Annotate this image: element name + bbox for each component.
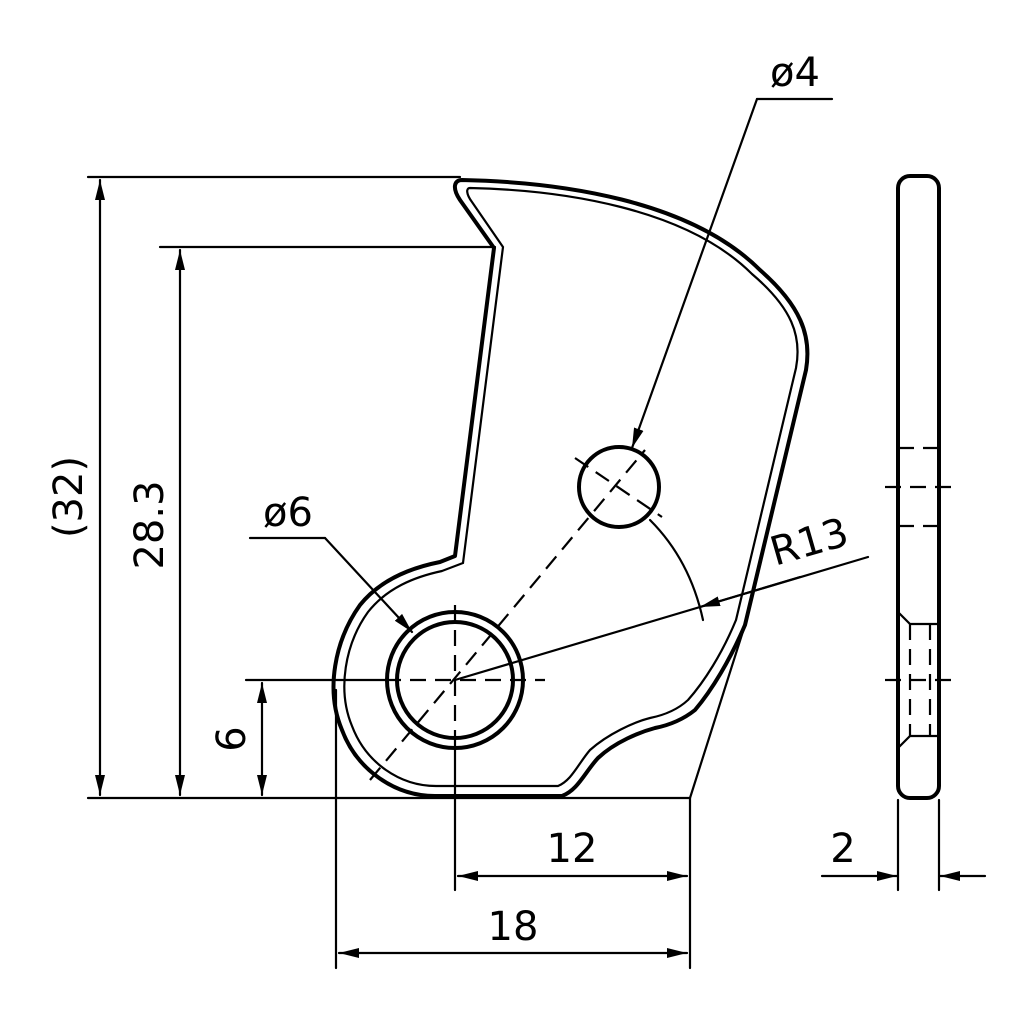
dim-small-hole-diameter: ø4: [770, 50, 820, 96]
small-hole-centerline: [574, 457, 663, 518]
small-hole: [577, 445, 661, 529]
leader-pivot-hole: [323, 536, 414, 634]
part-outline-outer: [331, 178, 810, 798]
dim-pivot-to-edge: 12: [547, 826, 598, 872]
dim-thickness: 2: [830, 826, 855, 872]
dimensions-front: (32) 28.3 6 12 18 ø6 ø4 R13: [46, 50, 870, 970]
dim-pivot-hole-diameter: ø6: [263, 490, 313, 536]
side-chamfer-bottom: [896, 734, 941, 750]
leader-radius: [698, 575, 802, 609]
leader-small-hole: [630, 97, 759, 450]
dim-notch-height: 28.3: [127, 480, 173, 569]
side-chamfer-top: [896, 610, 941, 626]
ext-line-right-edge: [688, 623, 747, 800]
leader-radius-extension: [453, 555, 870, 682]
dim-overall-width: 18: [488, 904, 539, 950]
dimensions-side: 2: [820, 798, 987, 892]
part-side-view: [885, 174, 952, 800]
part-front-view: [331, 178, 810, 798]
dim-pivot-height: 6: [209, 726, 255, 751]
radius-arc: [648, 518, 705, 622]
hole-connection-centerline: [369, 449, 646, 781]
part-outline-inner: [343, 186, 799, 788]
dim-overall-height: (32): [46, 456, 92, 538]
